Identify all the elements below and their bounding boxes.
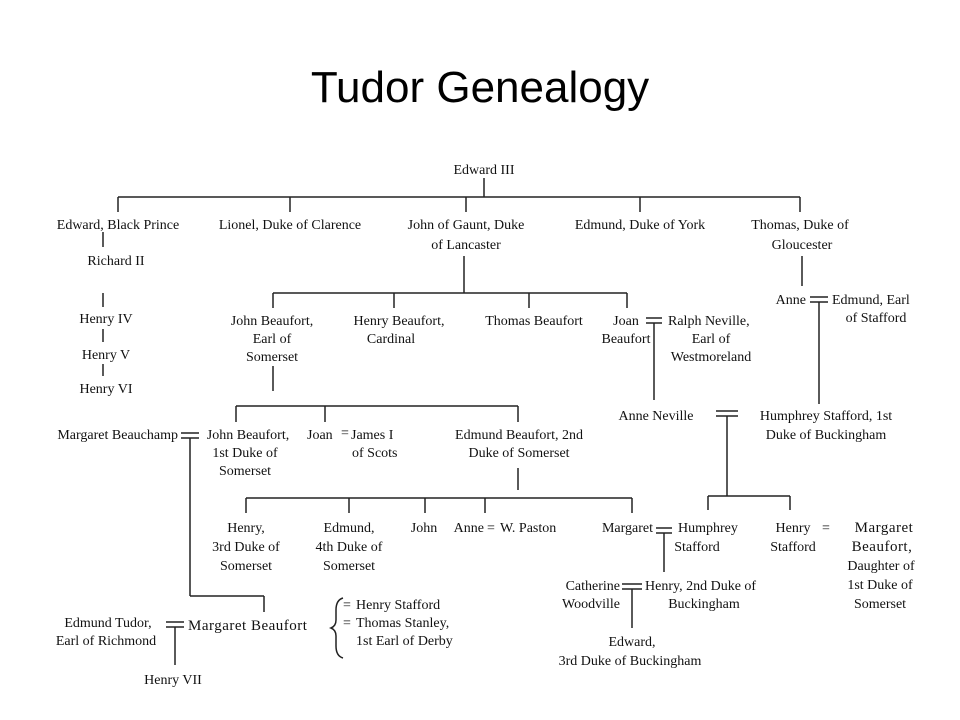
person-henry-vi: Henry VI: [79, 382, 132, 397]
person-john-beaufort-earl-line2: Earl of: [253, 332, 292, 347]
person-henry-2nd-buckingham-line2: Buckingham: [668, 597, 740, 612]
person-edmund-beaufort-2nd-line2: Duke of Somerset: [468, 446, 569, 461]
page-title: Tudor Genealogy: [310, 63, 650, 112]
person-black-prince: Edward, Black Prince: [57, 218, 179, 233]
marriage-symbol-paston: =: [487, 521, 495, 536]
person-henry-3rd-somerset-line2: 3rd Duke of: [212, 540, 280, 555]
person-richard-ii: Richard II: [87, 254, 144, 269]
person-henry-vii: Henry VII: [144, 673, 202, 688]
person-john-somerset: John: [411, 521, 437, 536]
person-catherine-woodville: Catherine: [566, 579, 620, 594]
marriage-symbol-henry-stafford: =: [822, 521, 830, 536]
person-joan-beaufort-line2: Beaufort: [602, 332, 651, 347]
person-ralph-neville: Ralph Neville,: [668, 314, 750, 329]
person-edward-3rd-buckingham-line2: 3rd Duke of Buckingham: [559, 654, 702, 669]
person-catherine-woodville-line2: Woodville: [562, 597, 620, 612]
person-james-i-line2: of Scots: [352, 446, 398, 461]
person-edmund-tudor-line2: Earl of Richmond: [56, 634, 156, 649]
person-john-beaufort-duke-line3: Somerset: [219, 464, 271, 479]
person-henry-3rd-somerset-line3: Somerset: [220, 559, 272, 574]
person-john-beaufort-earl-line3: Somerset: [246, 350, 298, 365]
person-edmund-4th-somerset: Edmund,: [324, 521, 375, 536]
marriage-symbol: =: [341, 426, 349, 441]
person-james-i: James I: [351, 428, 394, 443]
person-henry-v: Henry V: [82, 348, 130, 363]
person-john-beaufort-duke-line2: 1st Duke of: [212, 446, 278, 461]
spouse-thomas-stanley-line2: 1st Earl of Derby: [356, 634, 453, 649]
person-margaret-beaufort-right-line2: Beaufort,: [852, 539, 913, 555]
person-henry-beaufort-line2: Cardinal: [367, 332, 415, 347]
person-humphrey-stafford-line2: Stafford: [674, 540, 720, 555]
person-humphrey-stafford-1st-line2: Duke of Buckingham: [766, 428, 887, 443]
person-lionel: Lionel, Duke of Clarence: [219, 218, 361, 233]
person-john-of-gaunt: John of Gaunt, Duke: [408, 218, 525, 233]
person-henry-stafford: Henry: [776, 521, 811, 536]
person-margaret-beaufort-right-line3: Daughter of: [847, 559, 915, 574]
person-margaret-beauchamp: Margaret Beauchamp: [57, 428, 178, 443]
person-edmund-york: Edmund, Duke of York: [575, 218, 705, 233]
person-thomas-gloucester: Thomas, Duke of: [751, 218, 849, 233]
person-edmund-4th-somerset-line3: Somerset: [323, 559, 375, 574]
person-edmund-tudor: Edmund Tudor,: [64, 616, 151, 631]
person-thomas-beaufort: Thomas Beaufort: [485, 314, 583, 329]
person-joan-scots: Joan: [307, 428, 333, 443]
person-henry-iv: Henry IV: [79, 312, 132, 327]
spouse-marker-1: =: [343, 598, 351, 613]
person-edmund-4th-somerset-line2: 4th Duke of: [316, 540, 383, 555]
person-ralph-neville-line3: Westmoreland: [671, 350, 752, 365]
person-anne-paston: Anne: [454, 521, 484, 536]
person-edward-iii: Edward III: [453, 163, 514, 178]
person-humphrey-stafford-1st: Humphrey Stafford, 1st: [760, 409, 892, 424]
connector-lines: =: [102, 178, 828, 665]
person-edward-3rd-buckingham: Edward,: [608, 635, 655, 650]
person-margaret-somerset: Margaret: [602, 521, 653, 536]
person-edmund-beaufort-2nd: Edmund Beaufort, 2nd: [455, 428, 583, 443]
person-john-of-gaunt-line2: of Lancaster: [431, 238, 501, 253]
spouse-thomas-stanley: Thomas Stanley,: [356, 616, 449, 631]
spouse-marker-2: =: [343, 616, 351, 631]
person-margaret-beaufort: Margaret Beaufort: [188, 618, 308, 634]
person-anne-gloucester: Anne: [776, 293, 806, 308]
person-henry-2nd-buckingham: Henry, 2nd Duke of: [645, 579, 756, 594]
person-w-paston: W. Paston: [500, 521, 556, 536]
person-margaret-beaufort-right: Margaret: [855, 520, 914, 536]
person-humphrey-stafford: Humphrey: [678, 521, 738, 536]
person-anne-neville: Anne Neville: [618, 409, 693, 424]
person-ralph-neville-line2: Earl of: [692, 332, 731, 347]
person-names: Edward III Edward, Black Prince Lionel, …: [56, 163, 915, 688]
person-henry-stafford-line2: Stafford: [770, 540, 816, 555]
person-edmund-stafford: Edmund, Earl: [832, 293, 910, 308]
person-joan-beaufort: Joan: [613, 314, 639, 329]
person-margaret-beaufort-right-line5: Somerset: [854, 597, 906, 612]
person-edmund-stafford-line2: of Stafford: [846, 311, 907, 326]
person-henry-beaufort: Henry Beaufort,: [354, 314, 445, 329]
person-john-beaufort-duke: John Beaufort,: [207, 428, 289, 443]
person-john-beaufort-earl: John Beaufort,: [231, 314, 313, 329]
person-margaret-beaufort-right-line4: 1st Duke of: [847, 578, 913, 593]
person-henry-3rd-somerset: Henry,: [227, 521, 265, 536]
person-thomas-gloucester-line2: Gloucester: [772, 238, 833, 253]
spouse-henry-stafford: Henry Stafford: [356, 598, 440, 613]
